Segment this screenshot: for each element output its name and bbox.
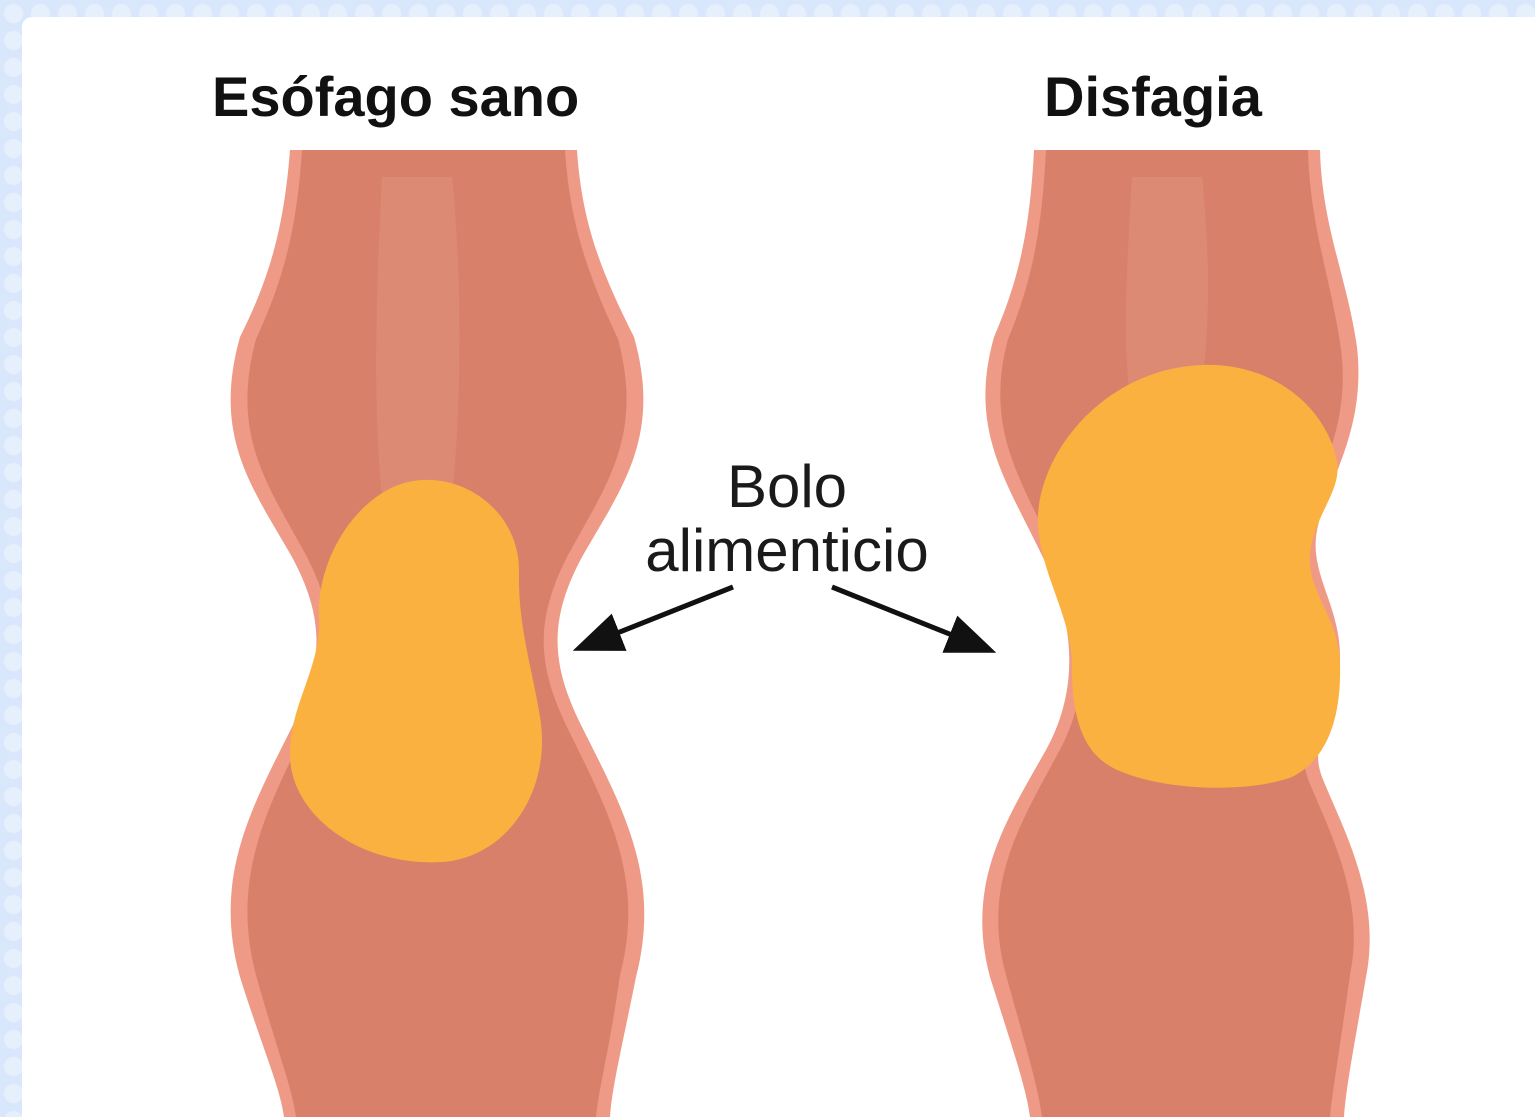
- dysphagia-esophagus: [982, 150, 1369, 1117]
- dysphagia-bolus: [1038, 365, 1340, 788]
- arrow-to-dysphagia-bolus: [832, 587, 987, 649]
- healthy-esophagus-title: Esófago sano: [212, 69, 579, 125]
- bolus-label: Bolo alimenticio: [612, 455, 962, 583]
- bolus-label-line1: Bolo: [612, 455, 962, 519]
- arrow-to-healthy-bolus: [582, 587, 733, 647]
- healthy-esophagus-highlight: [376, 177, 459, 497]
- dysphagia-title: Disfagia: [1044, 69, 1262, 125]
- dysphagia-esophagus-highlight: [1126, 177, 1208, 397]
- diagram-panel: Esófago sano Disfagia Bolo alimenticio: [22, 17, 1535, 1117]
- bolus-label-line2: alimenticio: [612, 519, 962, 583]
- healthy-esophagus: [231, 150, 645, 1117]
